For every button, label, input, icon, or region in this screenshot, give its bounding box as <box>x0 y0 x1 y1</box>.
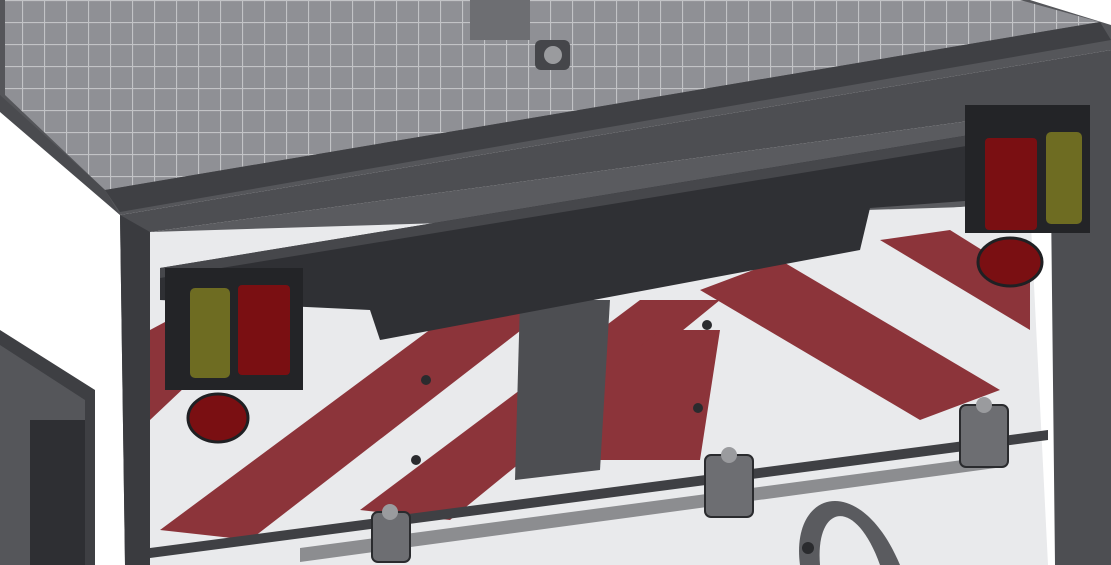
panel-bolts <box>411 320 712 465</box>
rail-clamp-middle <box>704 447 754 518</box>
left-lamp-unit <box>165 268 303 444</box>
platform-hinge-mechanism <box>470 0 570 70</box>
top-grating-platform <box>0 0 1111 215</box>
rail-clamp-left <box>371 504 411 563</box>
rail-clamp-right <box>959 397 1009 468</box>
lower-right-support <box>799 501 900 565</box>
right-lamp-unit <box>965 105 1090 288</box>
left-side-box <box>0 330 95 565</box>
rear-light-bar <box>160 130 1005 340</box>
